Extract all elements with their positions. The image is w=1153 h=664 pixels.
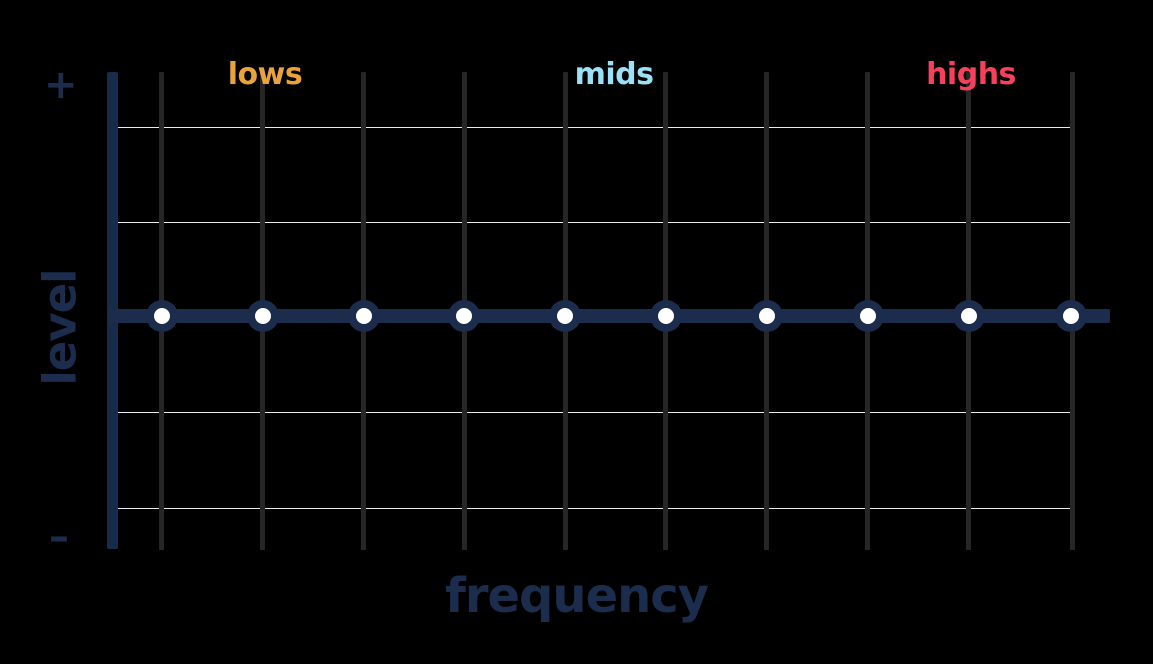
horizontal-gridline (112, 412, 1074, 413)
horizontal-gridline (112, 508, 1074, 509)
horizontal-gridline (112, 127, 1074, 128)
band-group-label-mids: mids (574, 57, 654, 92)
y-axis-max-symbol: + (44, 62, 78, 108)
eq-node-6[interactable] (650, 300, 682, 332)
eq-node-3[interactable] (348, 300, 380, 332)
eq-node-9[interactable] (953, 300, 985, 332)
y-axis-label: level (33, 269, 87, 386)
eq-node-1[interactable] (146, 300, 178, 332)
eq-node-7[interactable] (751, 300, 783, 332)
horizontal-gridline (112, 222, 1074, 223)
eq-node-5[interactable] (549, 300, 581, 332)
eq-node-2[interactable] (247, 300, 279, 332)
eq-node-10[interactable] (1055, 300, 1087, 332)
x-axis-label: frequency (444, 568, 709, 624)
band-group-label-lows: lows (227, 57, 303, 92)
eq-node-4[interactable] (448, 300, 480, 332)
band-group-label-highs: highs (926, 57, 1016, 92)
y-axis-min-symbol: – (49, 514, 69, 560)
eq-node-8[interactable] (852, 300, 884, 332)
